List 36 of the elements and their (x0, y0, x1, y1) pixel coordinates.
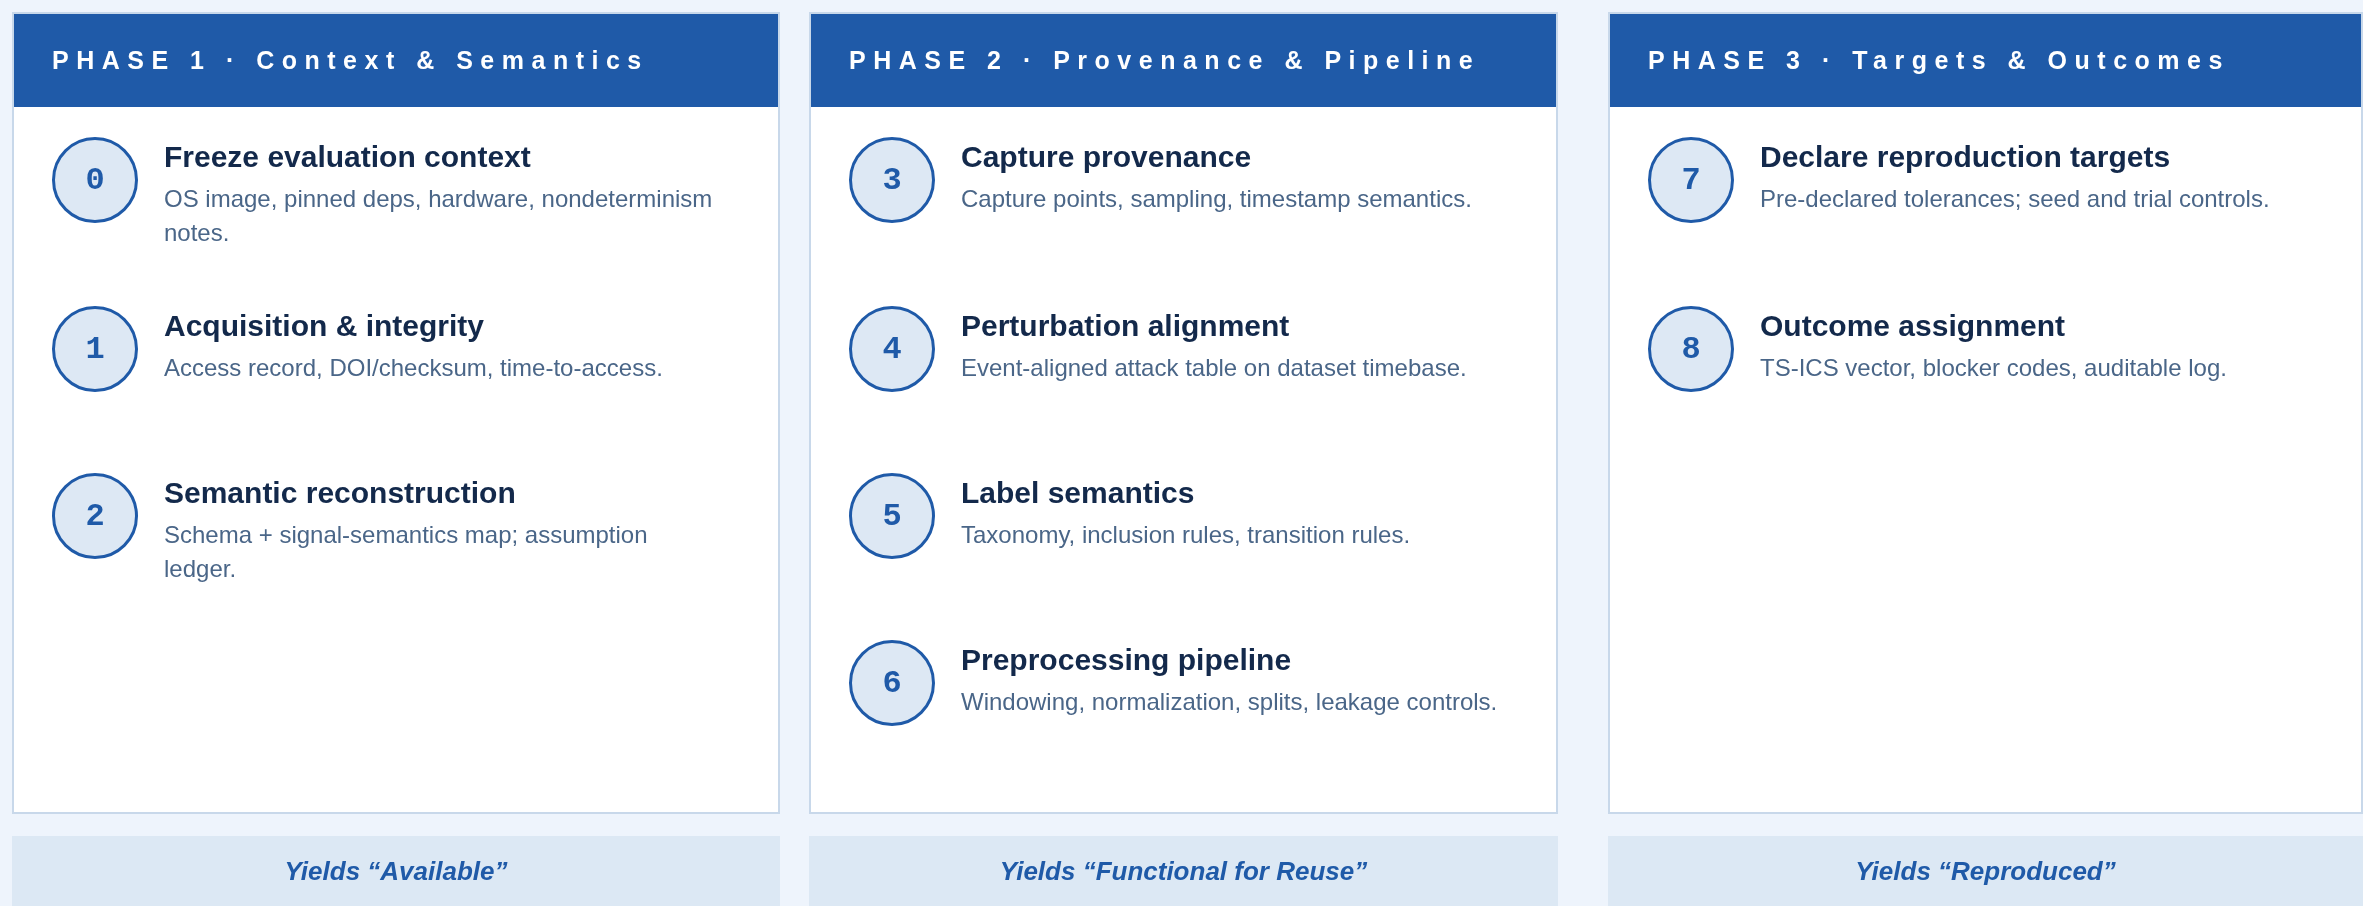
phase-header: PHASE 1 · Context & Semantics (14, 14, 778, 107)
step-description: Access record, DOI/checksum, time-to-access. (164, 353, 664, 383)
phase-header: PHASE 2 · Provenance & Pipeline (811, 14, 1556, 107)
step-title: Semantic reconstruction (164, 476, 516, 510)
step-number: 8 (1648, 306, 1734, 392)
step-number: 3 (849, 137, 935, 223)
step-title: Acquisition & integrity (164, 309, 484, 343)
step-number: 0 (52, 137, 138, 223)
step-description: Pre-declared tolerances; seed and trial controls. (1760, 184, 2271, 214)
outcome-banner: Yields “Reproduced” (1608, 836, 2363, 906)
step-title: Freeze evaluation context (164, 140, 531, 174)
step-description: Schema + signal-semantics map; assumption ledger. (164, 520, 649, 584)
step-description: Windowing, normalization, splits, leakage controls. (961, 687, 1499, 717)
step-title: Outcome assignment (1760, 309, 2066, 343)
step-number: 1 (52, 306, 138, 392)
phase-panel (809, 12, 1558, 814)
step-description: TS-ICS vector, blocker codes, auditable log. (1760, 353, 2228, 383)
step-description: Event-aligned attack table on dataset timebase. (961, 353, 1468, 383)
outcome-banner: Yields “Available” (12, 836, 780, 906)
step-title: Preprocessing pipeline (961, 643, 1292, 677)
step-title: Capture provenance (961, 140, 1252, 174)
phase-header: PHASE 3 · Targets & Outcomes (1610, 14, 2361, 107)
step-title: Declare reproduction targets (1760, 140, 2171, 174)
step-number: 5 (849, 473, 935, 559)
step-description: Taxonomy, inclusion rules, transition rules. (961, 520, 1412, 550)
phase-panel (12, 12, 780, 814)
step-description: OS image, pinned deps, hardware, nondeterminism notes. (164, 184, 714, 248)
step-number: 4 (849, 306, 935, 392)
step-number: 6 (849, 640, 935, 726)
step-number: 2 (52, 473, 138, 559)
outcome-banner: Yields “Functional for Reuse” (809, 836, 1558, 906)
step-title: Perturbation alignment (961, 309, 1290, 343)
step-number: 7 (1648, 137, 1734, 223)
step-description: Capture points, sampling, timestamp semantics. (961, 184, 1473, 214)
step-title: Label semantics (961, 476, 1195, 510)
phase-panel (1608, 12, 2363, 814)
